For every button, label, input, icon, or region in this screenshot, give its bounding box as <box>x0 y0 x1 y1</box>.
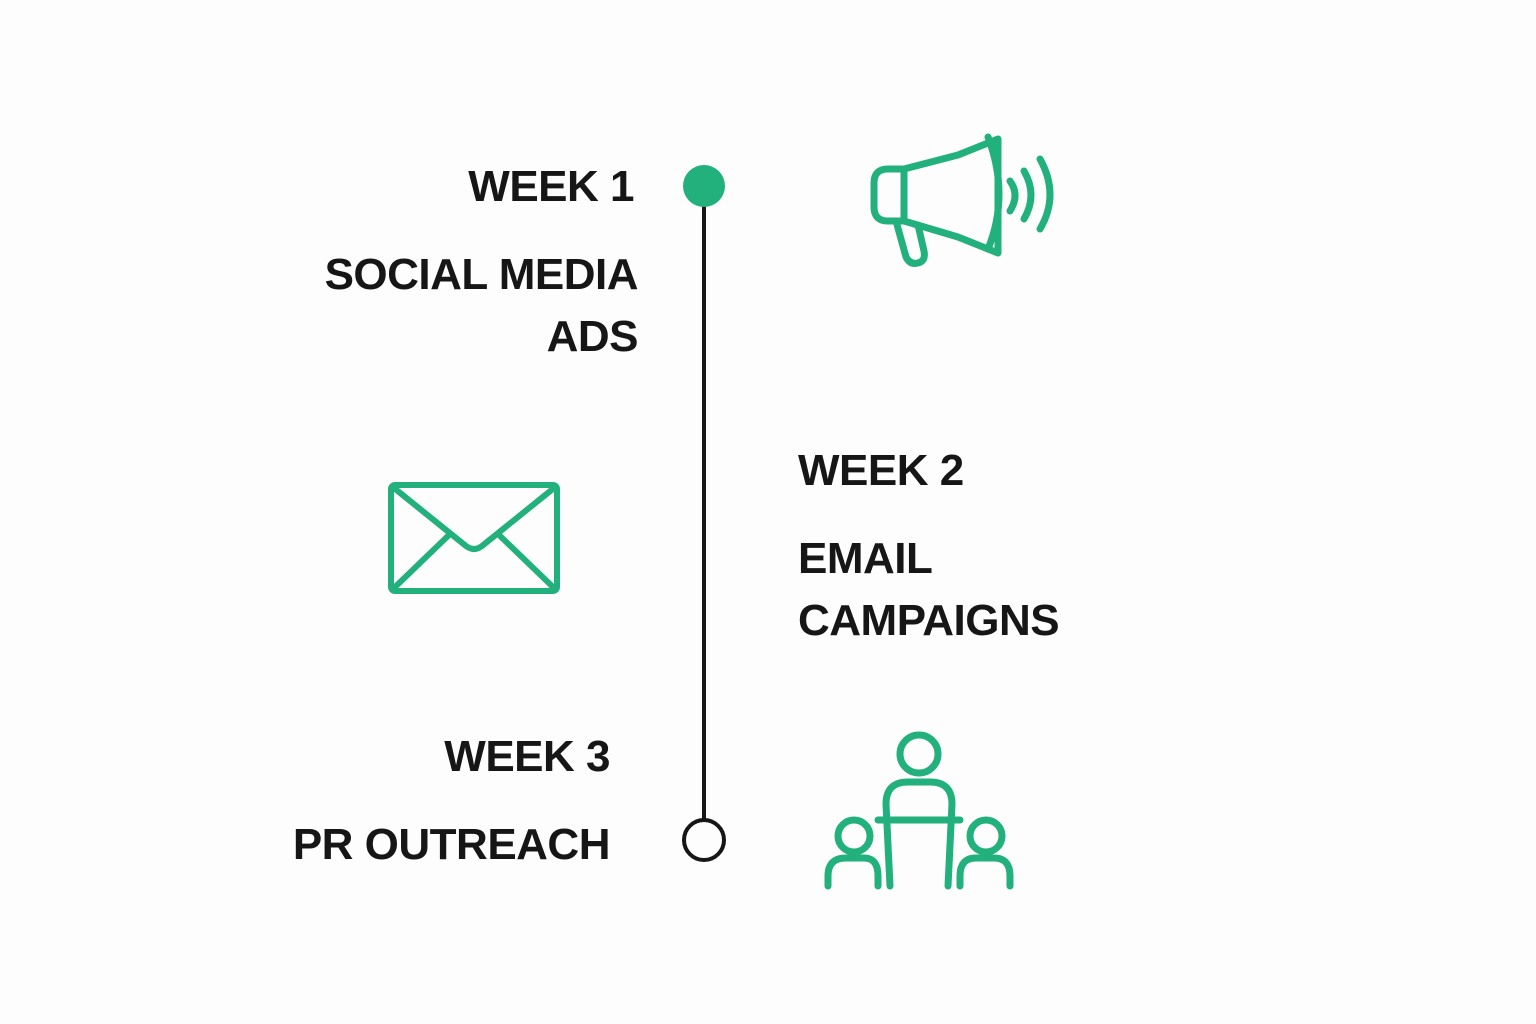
envelope-icon <box>388 482 560 594</box>
week-1-activity-line-1: SOCIAL MEDIA <box>324 250 639 299</box>
week-3-activity-line-1: PR OUTREACH <box>292 820 611 869</box>
week-2-activity-line-2: CAMPAIGNS <box>798 596 1060 645</box>
week-1-activity-line-2: ADS <box>546 312 639 361</box>
week-1-marker <box>683 165 725 207</box>
megaphone-icon <box>870 133 1054 267</box>
week-3-label: WEEK 3 <box>444 732 610 781</box>
week-2-activity-line-1: EMAIL <box>798 534 933 583</box>
week-3-marker <box>682 818 726 862</box>
people-meeting-icon <box>824 731 1014 890</box>
week-2-label: WEEK 2 <box>798 446 964 495</box>
week-1-label: WEEK 1 <box>468 162 634 211</box>
